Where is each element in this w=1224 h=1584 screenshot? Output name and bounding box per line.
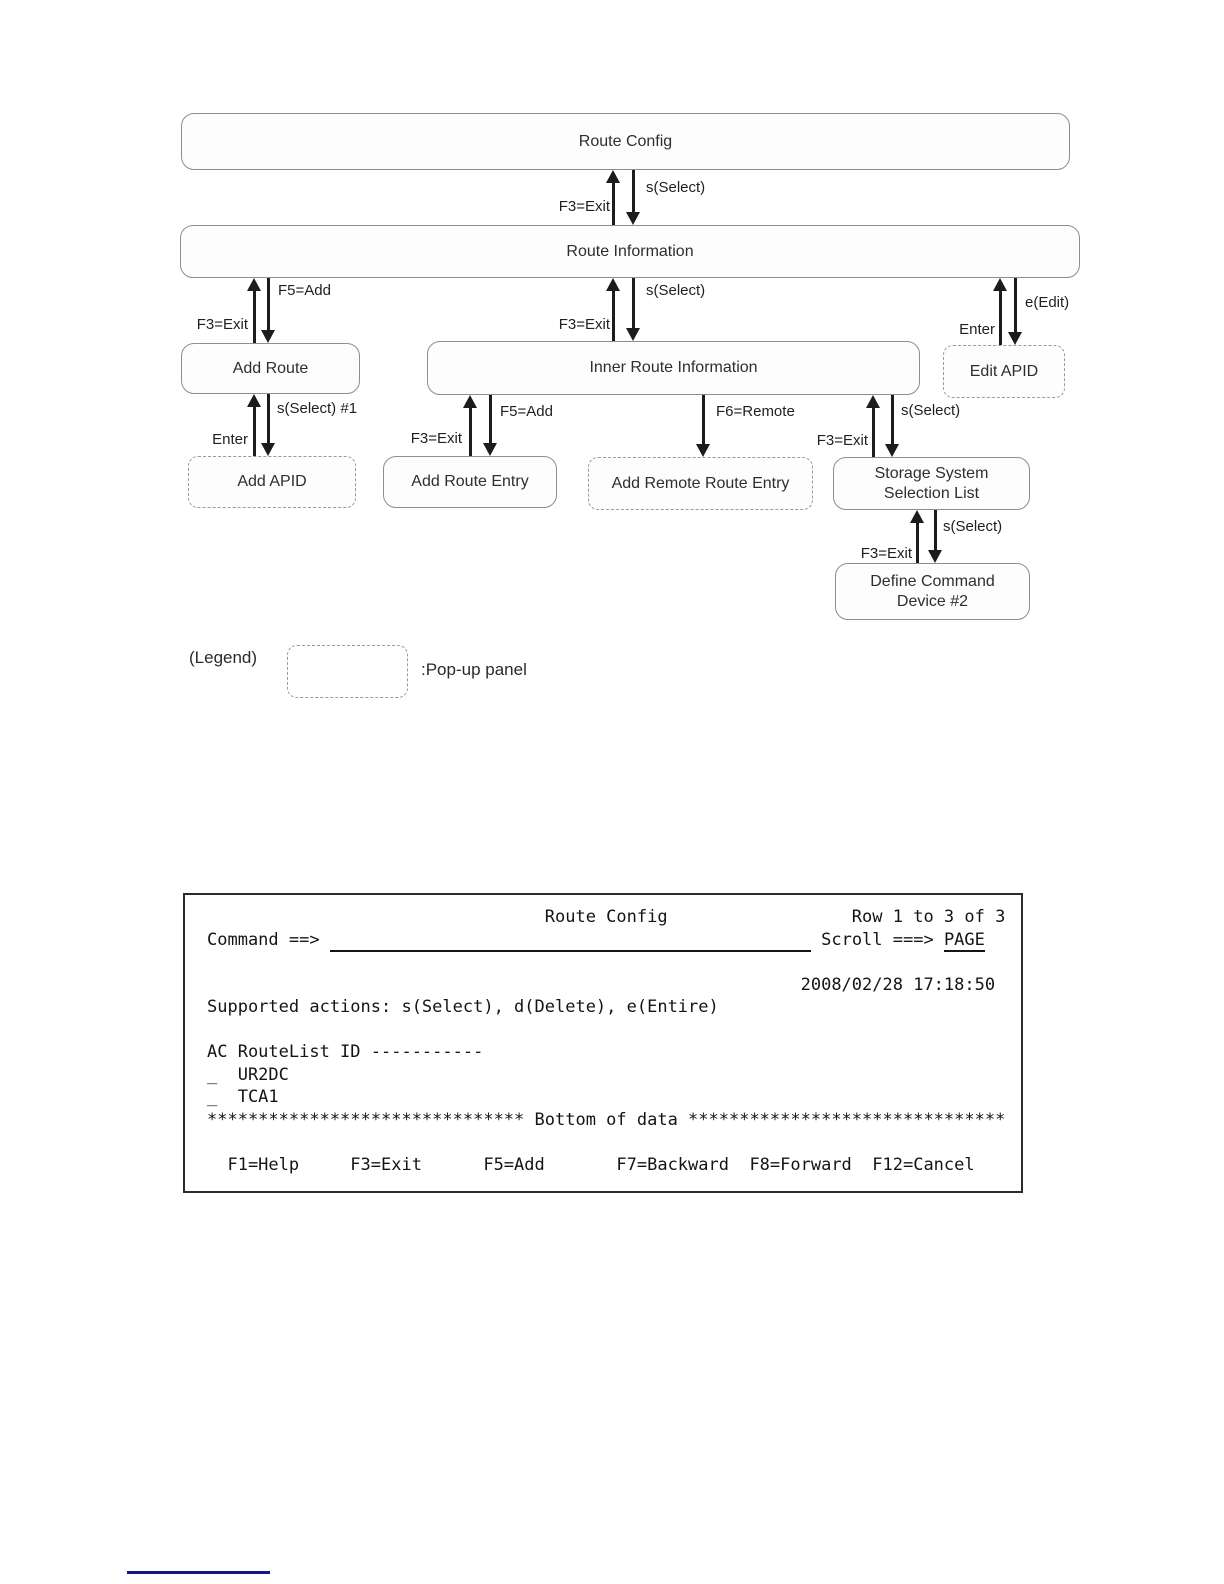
flow-arrowhead-down <box>483 443 497 456</box>
terminal-line <box>207 1019 1005 1042</box>
flow-arrow-shaft <box>266 278 270 334</box>
terminal-line <box>207 1131 1005 1154</box>
panel-storage-system-selection-list-label: Selection List <box>883 484 980 502</box>
flow-arrowhead-up <box>247 278 261 291</box>
panel-add-apid-label: Add APID <box>237 473 307 490</box>
flow-arrow-shaft <box>252 403 256 456</box>
flow-arrowhead-down <box>885 444 899 457</box>
flow-arrow-shaft <box>252 287 256 343</box>
arrow-label: F6=Remote <box>716 403 795 420</box>
panel-add-route-label: Add Route <box>232 359 309 377</box>
flow-arrow-shaft <box>488 395 492 447</box>
terminal-line: _ TCA1 <box>207 1087 279 1107</box>
flow-arrow-shaft <box>1013 278 1017 336</box>
arrow-label: s(Select) <box>646 282 706 299</box>
flow-arrowhead-up <box>606 278 620 291</box>
flow-arrowhead-up <box>910 510 924 523</box>
flow-arrow-shaft <box>266 394 270 447</box>
arrow-label: Enter <box>959 321 995 338</box>
panel-add-route: Add Route <box>181 343 360 394</box>
flow-arrow-shaft <box>890 395 894 448</box>
terminal-line: F1=Help F3=Exit F5=Add F7=Backward F8=Fo… <box>207 1154 975 1175</box>
flow-arrowhead-down <box>928 550 942 563</box>
flow-arrow-shaft <box>468 404 472 456</box>
arrow-label: F3=Exit <box>558 316 610 333</box>
flow-arrow-shaft <box>631 170 635 216</box>
panel-route-information-label: Route Information <box>566 242 694 260</box>
flow-arrow-shaft <box>611 179 615 225</box>
terminal-line: Route Config Row 1 to 3 of 3 <box>207 907 1006 927</box>
panel-inner-route-information: Inner Route Information <box>427 341 920 395</box>
panel-add-remote-route-entry: Add Remote Route Entry <box>588 457 813 510</box>
panel-define-command-device-2-label: Define Command <box>870 572 995 590</box>
arrow-label: e(Edit) <box>1025 294 1070 311</box>
arrow-label: F3=Exit <box>558 198 610 215</box>
legend-popup-panel-text: :Pop-up panel <box>421 660 527 679</box>
arrow-label: s(Select) #1 <box>277 400 358 417</box>
arrow-label: s(Select) <box>646 179 706 196</box>
panel-add-apid: Add APID <box>188 456 356 508</box>
flow-arrowhead-down <box>696 444 710 457</box>
flow-arrow-shaft <box>933 510 937 554</box>
arrow-label: F3=Exit <box>816 432 868 449</box>
terminal-line: Supported actions: s(Select), d(Delete),… <box>207 997 719 1017</box>
flow-arrowhead-down <box>261 330 275 343</box>
flow-arrowhead-up <box>463 395 477 408</box>
flow-arrowhead-up <box>247 394 261 407</box>
arrow-label: F5=Add <box>278 282 331 299</box>
arrow-label: F5=Add <box>500 403 553 420</box>
terminal-line: ******************************* Bottom o… <box>207 1109 1006 1130</box>
panel-add-route-entry-label: Add Route Entry <box>411 473 529 490</box>
arrow-label: F3=Exit <box>410 430 462 447</box>
flow-arrow-shaft <box>998 287 1002 345</box>
panel-inner-route-information-label: Inner Route Information <box>589 359 758 376</box>
panel-route-information: Route Information <box>180 225 1080 278</box>
arrow-label: s(Select) <box>943 518 1003 535</box>
panel-edit-apid: Edit APID <box>943 345 1065 398</box>
flow-arrowhead-down <box>261 443 275 456</box>
panel-storage-system-selection-list-label: Storage System <box>874 464 989 482</box>
arrow-label: F3=Exit <box>860 545 912 562</box>
panel-edit-apid-label: Edit APID <box>969 362 1039 380</box>
flow-arrow-shaft <box>611 287 615 341</box>
terminal-line: AC RouteList ID ----------- <box>207 1042 484 1062</box>
terminal-line: Command ==> Scroll ===> PAGE <box>207 929 985 952</box>
flow-arrowhead-down <box>626 212 640 225</box>
panel-route-config-label: Route Config <box>578 132 673 150</box>
terminal-line: 2008/02/28 17:18:50 <box>207 974 996 995</box>
arrow-label: s(Select) <box>901 402 961 419</box>
panel-add-remote-route-entry-label: Add Remote Route Entry <box>611 474 790 492</box>
flow-arrowhead-down <box>1008 332 1022 345</box>
flow-arrowhead-down <box>626 328 640 341</box>
arrow-label: F3=Exit <box>196 316 248 333</box>
panel-define-command-device-2-label: Device #2 <box>896 592 969 610</box>
footnote-rule <box>127 1571 270 1574</box>
flow-arrowhead-up <box>993 278 1007 291</box>
terminal-line: _ UR2DC <box>207 1064 289 1085</box>
flow-arrow-shaft <box>631 278 635 332</box>
flow-arrowhead-up <box>866 395 880 408</box>
flow-arrow-shaft <box>701 395 705 448</box>
arrow-label: Enter <box>212 431 248 448</box>
popup-panel-sample-box <box>287 645 408 698</box>
terminal-line <box>207 951 1005 974</box>
panel-add-route-entry: Add Route Entry <box>383 456 557 508</box>
flow-arrow-shaft <box>915 519 919 563</box>
flow-arrowhead-up <box>606 170 620 183</box>
panel-route-config: Route Config <box>181 113 1070 170</box>
flow-arrow-shaft <box>871 404 875 457</box>
legend-label: (Legend) <box>189 648 258 667</box>
